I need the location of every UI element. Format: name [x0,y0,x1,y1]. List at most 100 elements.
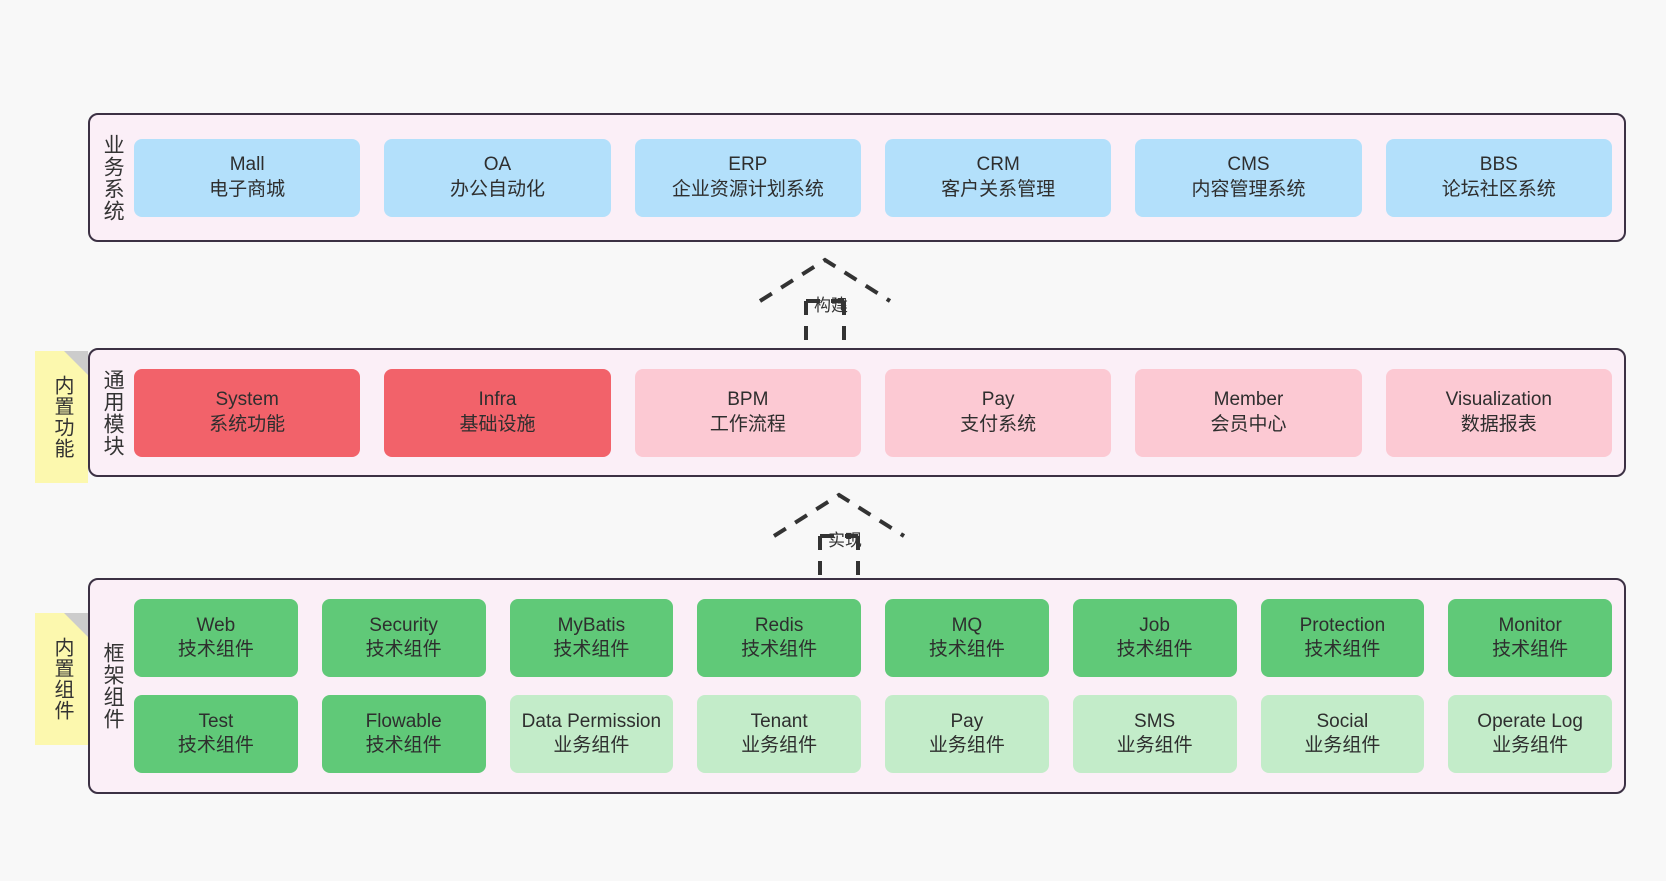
card-subtitle: 技术组件 [928,639,1005,660]
note-label: 内置组件 [51,637,73,721]
card-web[interactable]: Web 技术组件 [134,599,298,677]
card-subtitle: 技术组件 [1304,639,1381,660]
card-subtitle: 工作流程 [709,413,786,435]
card-bpm[interactable]: BPM 工作流程 [634,368,861,457]
card-title: Operate Log [1477,710,1583,732]
card-title: OA [483,154,512,176]
card-mall[interactable]: Mall 电子商城 [134,138,361,217]
card-member[interactable]: Member 会员中心 [1135,368,1362,457]
card-social[interactable]: Social 业务组件 [1260,695,1425,773]
card-title: ERP [728,154,768,176]
card-subtitle: 技术组件 [177,639,254,660]
card-subtitle: 会员中心 [1210,413,1287,435]
connector-implement-label: 实现 [828,531,862,550]
card-title: MyBatis [557,614,626,636]
card-subtitle: 业务组件 [928,735,1005,756]
card-mq[interactable]: MQ 技术组件 [885,599,1049,677]
card-security[interactable]: Security 技术组件 [321,599,486,677]
connector-implement-arrow-icon [772,492,906,585]
card-title: CRM [976,154,1020,176]
card-mybatis[interactable]: MyBatis 技术组件 [509,599,674,677]
note-builtin-features: 内置功能 [35,351,88,483]
card-title: Data Permission [521,710,662,732]
card-title: Mall [229,154,265,176]
card-subtitle: 技术组件 [1116,639,1193,660]
card-subtitle: 数据报表 [1460,413,1537,435]
card-title: Social [1316,710,1369,732]
card-title: Visualization [1445,389,1552,411]
card-row-business: Test 技术组件 Flowable 技术组件 Data Permission … [134,695,1612,773]
note-fold-corner-icon [64,351,88,375]
card-title: CMS [1227,154,1270,176]
card-subtitle: 业务组件 [1492,735,1569,756]
note-label: 内置功能 [51,375,73,459]
card-system[interactable]: System 系统功能 [134,368,361,457]
card-title: Tenant [750,710,808,732]
card-title: Test [198,710,234,732]
card-erp[interactable]: ERP 企业资源计划系统 [634,138,861,217]
card-title: Security [369,614,438,636]
card-title: Protection [1299,614,1386,636]
note-fold-corner-icon [64,613,88,637]
card-monitor[interactable]: Monitor 技术组件 [1448,599,1612,677]
card-subtitle: 内容管理系统 [1191,178,1306,200]
card-subtitle: 电子商城 [209,178,286,200]
card-row: System 系统功能 Infra 基础设施 BPM 工作流程 Pay 支付系统… [134,368,1612,457]
card-subtitle: 业务组件 [741,735,818,756]
card-subtitle: 技术组件 [365,735,442,756]
card-row-technical: Web 技术组件 Security 技术组件 MyBatis 技术组件 Redi… [134,599,1612,677]
card-cms[interactable]: CMS 内容管理系统 [1135,138,1362,217]
card-job[interactable]: Job 技术组件 [1072,599,1237,677]
layer-common-modules: 通用模块 System 系统功能 Infra 基础设施 BPM 工作流程 Pay… [88,348,1626,477]
connector-build: 构建 [752,255,902,350]
card-subtitle: 客户关系管理 [941,178,1056,200]
card-infra[interactable]: Infra 基础设施 [384,368,611,457]
card-subtitle: 基础设施 [459,413,536,435]
card-data-permission[interactable]: Data Permission 业务组件 [509,695,674,773]
card-title: Web [196,614,236,636]
card-title: Flowable [365,710,442,732]
card-row: Mall 电子商城 OA 办公自动化 ERP 企业资源计划系统 CRM 客户关系… [134,138,1612,217]
connector-implement: 实现 [766,490,916,585]
card-title: Monitor [1498,614,1562,636]
layer-body-common-modules: System 系统功能 Infra 基础设施 BPM 工作流程 Pay 支付系统… [134,350,1624,475]
card-subtitle: 办公自动化 [449,178,545,200]
card-subtitle: 技术组件 [177,735,254,756]
card-bbs[interactable]: BBS 论坛社区系统 [1385,138,1612,217]
card-operate-log[interactable]: Operate Log 业务组件 [1448,695,1612,773]
card-title: Pay [950,710,984,732]
card-sms[interactable]: SMS 业务组件 [1072,695,1237,773]
card-title: Job [1139,614,1170,636]
card-title: BPM [727,389,769,411]
card-tenant[interactable]: Tenant 业务组件 [697,695,861,773]
card-oa[interactable]: OA 办公自动化 [384,138,611,217]
layer-body-business-systems: Mall 电子商城 OA 办公自动化 ERP 企业资源计划系统 CRM 客户关系… [134,115,1624,240]
card-crm[interactable]: CRM 客户关系管理 [884,138,1112,217]
layer-framework-components: 框架组件 Web 技术组件 Security 技术组件 MyBatis 技术组件… [88,578,1626,794]
card-title: Member [1213,389,1284,411]
card-title: Infra [478,389,517,411]
layer-title-framework-components: 框架组件 [101,642,125,730]
card-test[interactable]: Test 技术组件 [134,695,298,773]
card-flowable[interactable]: Flowable 技术组件 [321,695,486,773]
note-builtin-components: 内置组件 [35,613,88,745]
card-visualization[interactable]: Visualization 数据报表 [1385,368,1612,457]
card-title: BBS [1479,154,1518,176]
card-title: MQ [951,614,983,636]
card-title: Redis [754,614,804,636]
card-protection[interactable]: Protection 技术组件 [1260,599,1425,677]
connector-build-label: 构建 [814,296,848,315]
card-pay-module[interactable]: Pay 支付系统 [884,368,1112,457]
card-subtitle: 技术组件 [1492,639,1569,660]
card-title: Pay [981,389,1015,411]
card-subtitle: 业务组件 [1116,735,1193,756]
card-subtitle: 业务组件 [1304,735,1381,756]
card-subtitle: 技术组件 [553,639,630,660]
card-subtitle: 技术组件 [741,639,818,660]
card-pay-component[interactable]: Pay 业务组件 [885,695,1049,773]
layer-body-framework-components: Web 技术组件 Security 技术组件 MyBatis 技术组件 Redi… [134,580,1624,792]
card-redis[interactable]: Redis 技术组件 [697,599,861,677]
layer-title-business-systems: 业务系统 [101,133,125,222]
card-subtitle: 系统功能 [209,413,286,435]
